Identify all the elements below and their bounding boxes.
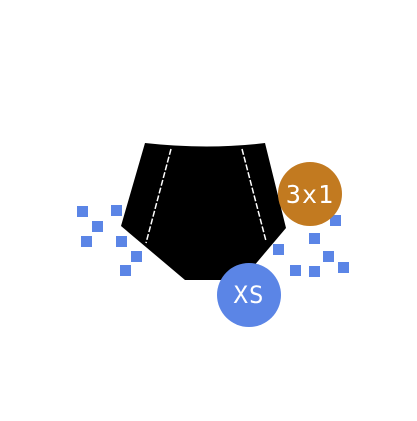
quantity-badge-label: 3x1 — [285, 179, 335, 209]
seam-left — [145, 148, 172, 244]
confetti-square — [111, 205, 122, 216]
confetti-square — [120, 265, 131, 276]
confetti-square — [92, 221, 103, 232]
confetti-square — [273, 244, 284, 255]
confetti-square — [330, 215, 341, 226]
confetti-square — [309, 266, 320, 277]
confetti-square — [309, 233, 320, 244]
confetti-square — [116, 236, 127, 247]
confetti-right — [273, 215, 349, 277]
size-badge: XS — [217, 263, 281, 327]
confetti-left — [77, 205, 142, 276]
quantity-badge: 3x1 — [278, 162, 342, 226]
size-badge-label: XS — [233, 281, 265, 309]
confetti-square — [81, 236, 92, 247]
underwear-briefs-icon — [121, 143, 286, 280]
confetti-square — [338, 262, 349, 273]
confetti-square — [290, 265, 301, 276]
confetti-square — [131, 251, 142, 262]
confetti-square — [77, 206, 88, 217]
confetti-square — [323, 251, 334, 262]
